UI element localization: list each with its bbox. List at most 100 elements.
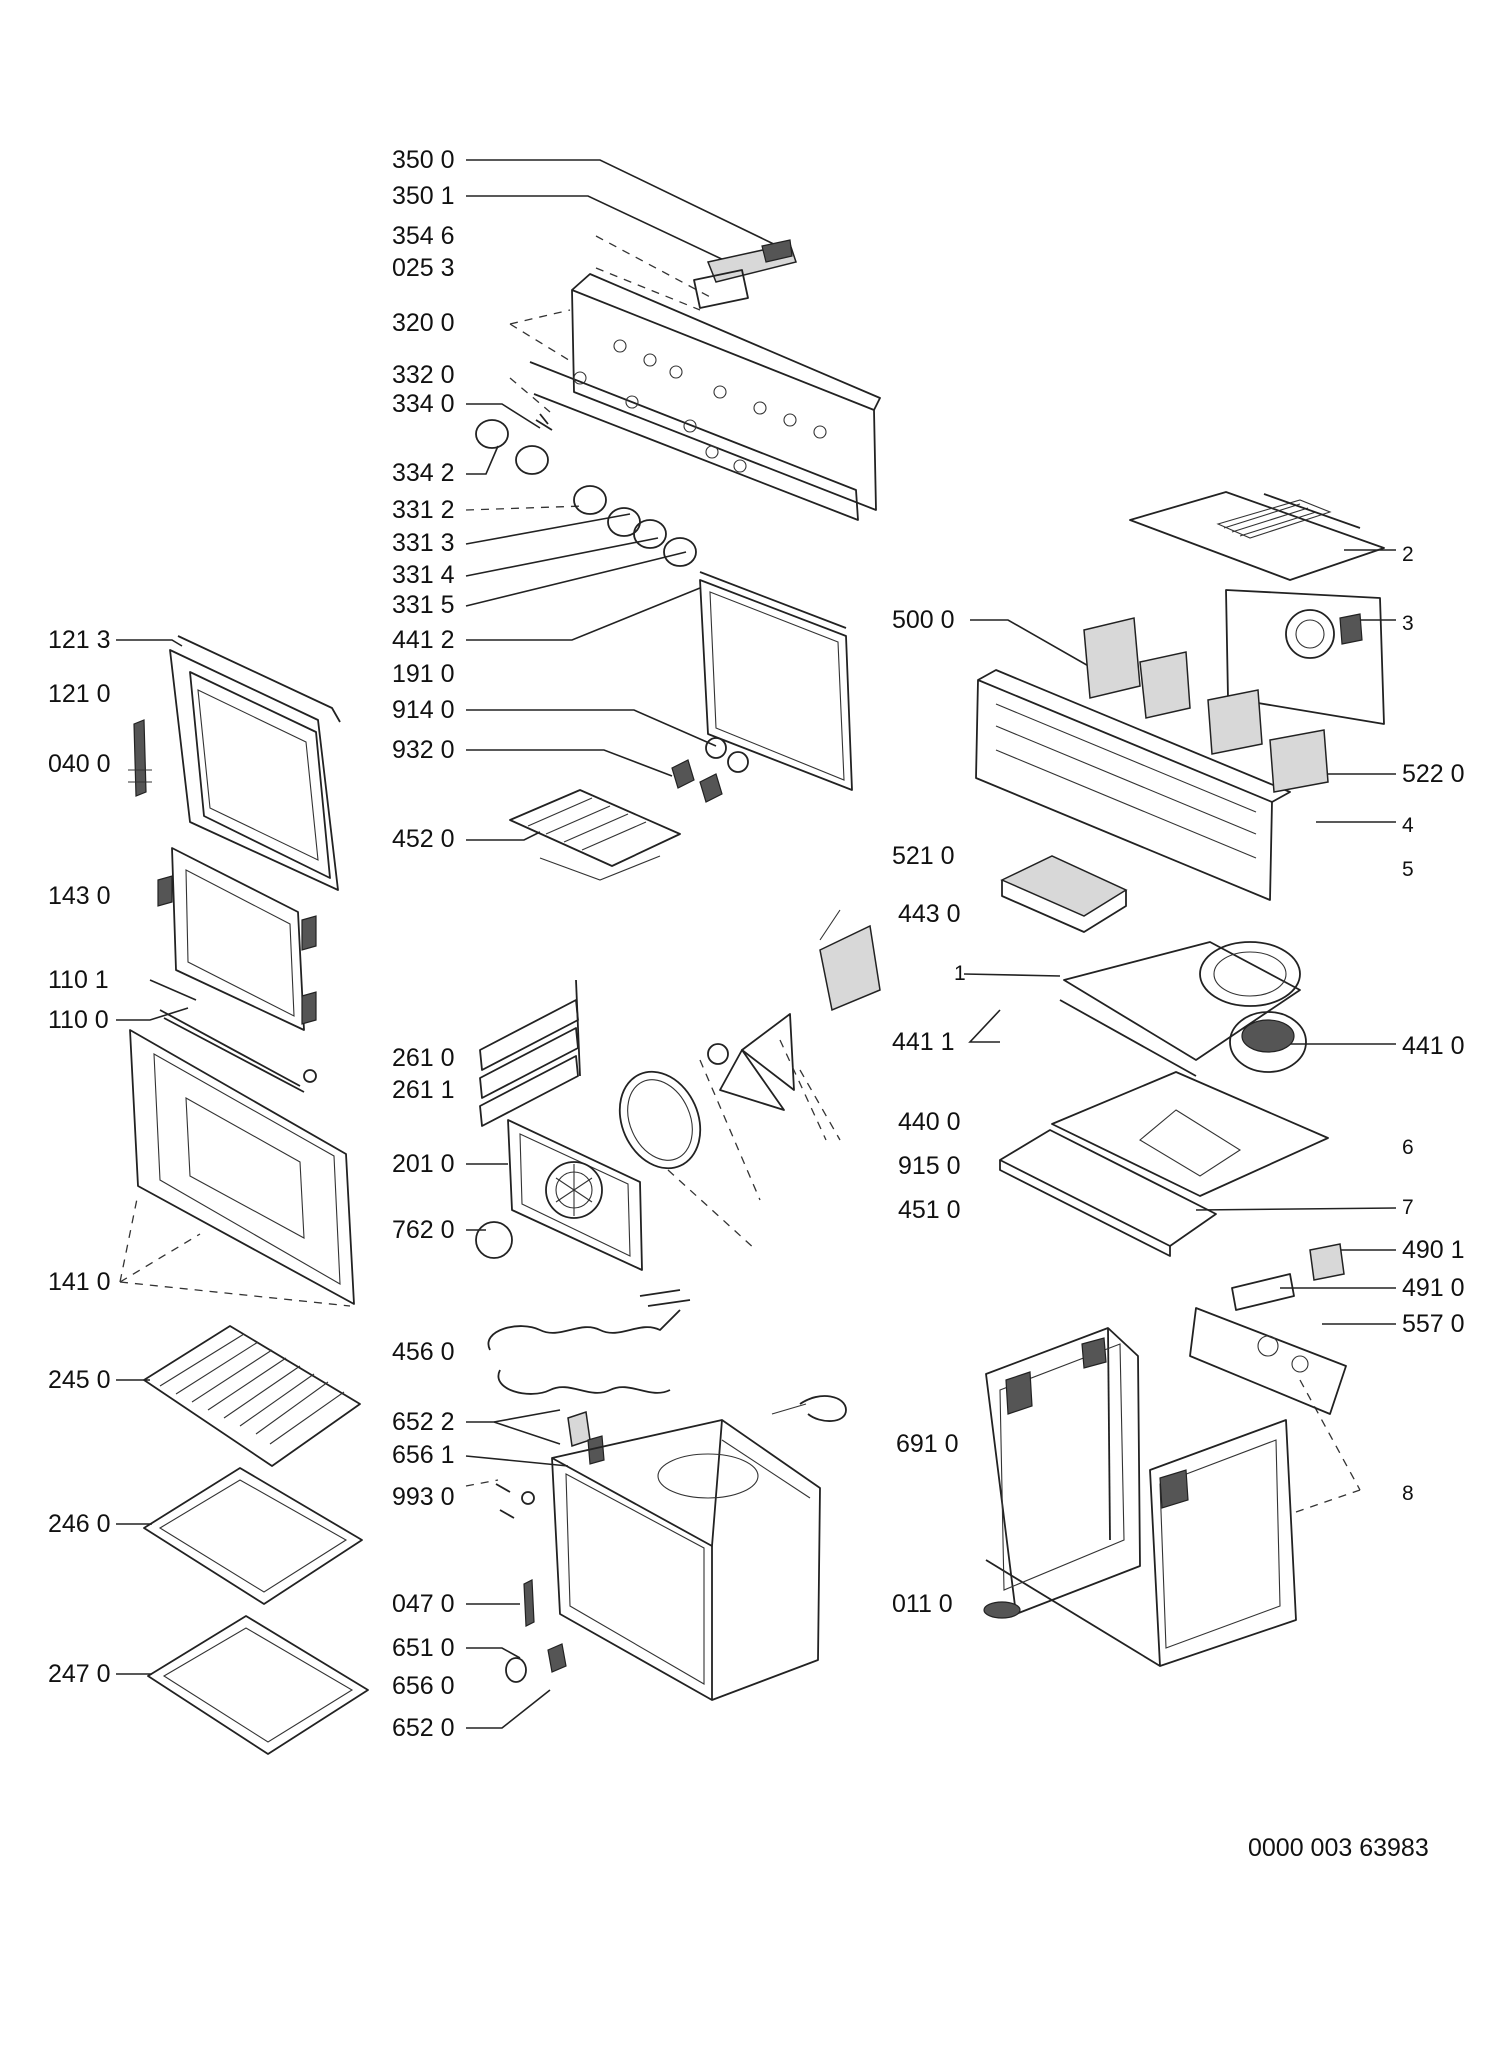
right-labels: 500 0 521 0 443 0 441 1 440 0 915 0 451 … xyxy=(892,606,961,1618)
screws-part xyxy=(495,1483,535,1519)
label-143-0: 143 0 xyxy=(48,882,111,910)
control-panel-part xyxy=(529,273,881,521)
fan-motor-part xyxy=(779,909,881,1141)
outer-casing-part xyxy=(985,1327,1297,1667)
wiring-board-part xyxy=(1189,1307,1347,1415)
label-490-1: 490 1 xyxy=(1402,1236,1465,1264)
fan-housing-part xyxy=(975,617,1329,901)
label-993-0: 993 0 xyxy=(392,1483,455,1511)
label-915-0: 915 0 xyxy=(898,1152,961,1180)
oven-cavity-part xyxy=(551,1395,847,1701)
display-module-part xyxy=(693,269,749,309)
rear-panel-fan-cover-part xyxy=(507,1119,643,1271)
label-656-1: 656 1 xyxy=(392,1441,455,1469)
label-201-0: 201 0 xyxy=(392,1150,455,1178)
label-441-0: 441 0 xyxy=(1402,1032,1465,1060)
label-350-0: 350 0 xyxy=(392,146,455,174)
label-331-3: 331 3 xyxy=(392,529,455,557)
document-number: 0000 003 63983 xyxy=(1248,1834,1429,1862)
label-651-0: 651 0 xyxy=(392,1634,455,1662)
label-932-0: 932 0 xyxy=(392,736,455,764)
control-switch-part xyxy=(706,239,797,283)
index-2: 2 xyxy=(1402,543,1414,566)
label-452-0: 452 0 xyxy=(392,825,455,853)
label-521-0: 521 0 xyxy=(892,842,955,870)
label-332-0: 332 0 xyxy=(392,361,455,389)
index-4: 4 xyxy=(1402,814,1414,837)
electronic-module-part xyxy=(1225,589,1385,725)
label-025-3: 025 3 xyxy=(392,254,455,282)
label-491-0: 491 0 xyxy=(1402,1274,1465,1302)
roasting-pan-part xyxy=(147,1615,369,1755)
label-440-0: 440 0 xyxy=(898,1108,961,1136)
fan-motor-small-part xyxy=(671,737,749,803)
label-141-0: 141 0 xyxy=(48,1268,111,1296)
label-691-0: 691 0 xyxy=(896,1430,959,1458)
index-1: 1 xyxy=(954,962,966,985)
label-331-2: 331 2 xyxy=(392,496,455,524)
label-247-0: 247 0 xyxy=(48,1660,111,1688)
label-441-2: 441 2 xyxy=(392,626,455,654)
label-261-0: 261 0 xyxy=(392,1044,455,1072)
index-8: 8 xyxy=(1402,1482,1414,1505)
label-443-0: 443 0 xyxy=(898,900,961,928)
top-cover-part xyxy=(1129,491,1385,581)
cooling-fan-part xyxy=(1229,1011,1307,1073)
label-047-0: 047 0 xyxy=(392,1590,455,1618)
label-914-0: 914 0 xyxy=(392,696,455,724)
label-522-0: 522 0 xyxy=(1402,760,1465,788)
label-121-0: 121 0 xyxy=(48,680,111,708)
label-121-3: 121 3 xyxy=(48,626,111,654)
index-numbers: 2 3 4 5 1 6 7 8 xyxy=(954,543,1414,1505)
rear-cover-panel-part xyxy=(1059,941,1301,1077)
terminal-block-part xyxy=(1000,855,1128,933)
label-762-0: 762 0 xyxy=(392,1216,455,1244)
label-110-1: 110 1 xyxy=(48,966,109,994)
center-labels: 350 0 350 1 354 6 025 3 320 0 332 0 334 … xyxy=(392,146,455,1742)
convection-ring-part xyxy=(618,1070,702,1170)
label-354-6: 354 6 xyxy=(392,222,455,250)
shelf-guide-part xyxy=(509,789,681,881)
connector-block-part xyxy=(1231,1243,1345,1311)
foot-part xyxy=(983,1601,1021,1619)
outer-door-glass-part xyxy=(129,1029,355,1305)
control-knobs-part xyxy=(475,413,697,567)
label-246-0: 246 0 xyxy=(48,1510,111,1538)
fan-blade-part xyxy=(667,1013,795,1251)
label-040-0: 040 0 xyxy=(48,750,111,778)
label-331-4: 331 4 xyxy=(392,561,455,589)
label-191-0: 191 0 xyxy=(392,660,455,688)
door-switch-part xyxy=(523,1579,535,1627)
label-350-1: 350 1 xyxy=(392,182,455,210)
label-652-2: 652 2 xyxy=(392,1408,455,1436)
label-320-0: 320 0 xyxy=(392,309,455,337)
heating-element-part xyxy=(487,1289,691,1395)
label-557-0: 557 0 xyxy=(1402,1310,1465,1338)
label-334-2: 334 2 xyxy=(392,459,455,487)
index-5: 5 xyxy=(1402,858,1414,881)
label-500-0: 500 0 xyxy=(892,606,955,634)
label-261-1: 261 1 xyxy=(392,1076,455,1104)
label-334-0: 334 0 xyxy=(392,390,455,418)
index-3: 3 xyxy=(1402,612,1414,635)
label-441-1: 441 1 xyxy=(892,1028,955,1056)
label-652-0: 652 0 xyxy=(392,1714,455,1742)
door-seal-part xyxy=(699,571,853,791)
label-011-0: 011 0 xyxy=(892,1590,953,1618)
cover-plate-part xyxy=(475,1221,513,1259)
lamp-housing-part xyxy=(567,1411,605,1465)
lamp-socket-part xyxy=(505,1643,567,1683)
door-handle-part xyxy=(159,1009,317,1093)
label-656-0: 656 0 xyxy=(392,1672,455,1700)
label-245-0: 245 0 xyxy=(48,1366,111,1394)
air-duct-plate-part xyxy=(999,1071,1329,1257)
inner-glass-part xyxy=(157,847,317,1031)
label-110-0: 110 0 xyxy=(48,1006,109,1034)
baking-tray-part xyxy=(143,1467,363,1605)
door-hinge-part xyxy=(128,719,152,797)
left-labels: 121 3 121 0 040 0 143 0 110 1 110 0 141 … xyxy=(48,626,111,1688)
label-451-0: 451 0 xyxy=(898,1196,961,1224)
index-7: 7 xyxy=(1402,1196,1414,1219)
label-331-5: 331 5 xyxy=(392,591,455,619)
